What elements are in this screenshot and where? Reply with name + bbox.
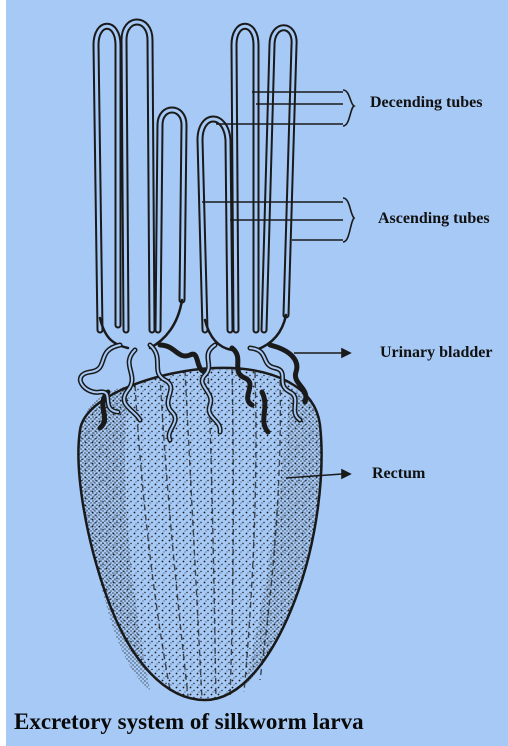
left-tube-bundle [96, 22, 184, 330]
brace-decending [343, 90, 354, 126]
malpighian-tubes [96, 22, 294, 350]
label-ascending-tubes: Ascending tubes [378, 210, 490, 228]
brace-ascending [343, 198, 354, 242]
right-tube-bundle [200, 26, 294, 330]
diagram-caption: Excretory system of silkworm larva [14, 709, 364, 735]
arrowhead-rectum [342, 470, 350, 478]
arrowhead-urinary-bladder [342, 349, 350, 357]
rectum-shape [78, 368, 321, 700]
label-urinary-bladder: Urinary bladder [380, 344, 492, 362]
label-rectum: Rectum [372, 465, 425, 483]
label-decending-tubes: Decending tubes [370, 94, 482, 112]
